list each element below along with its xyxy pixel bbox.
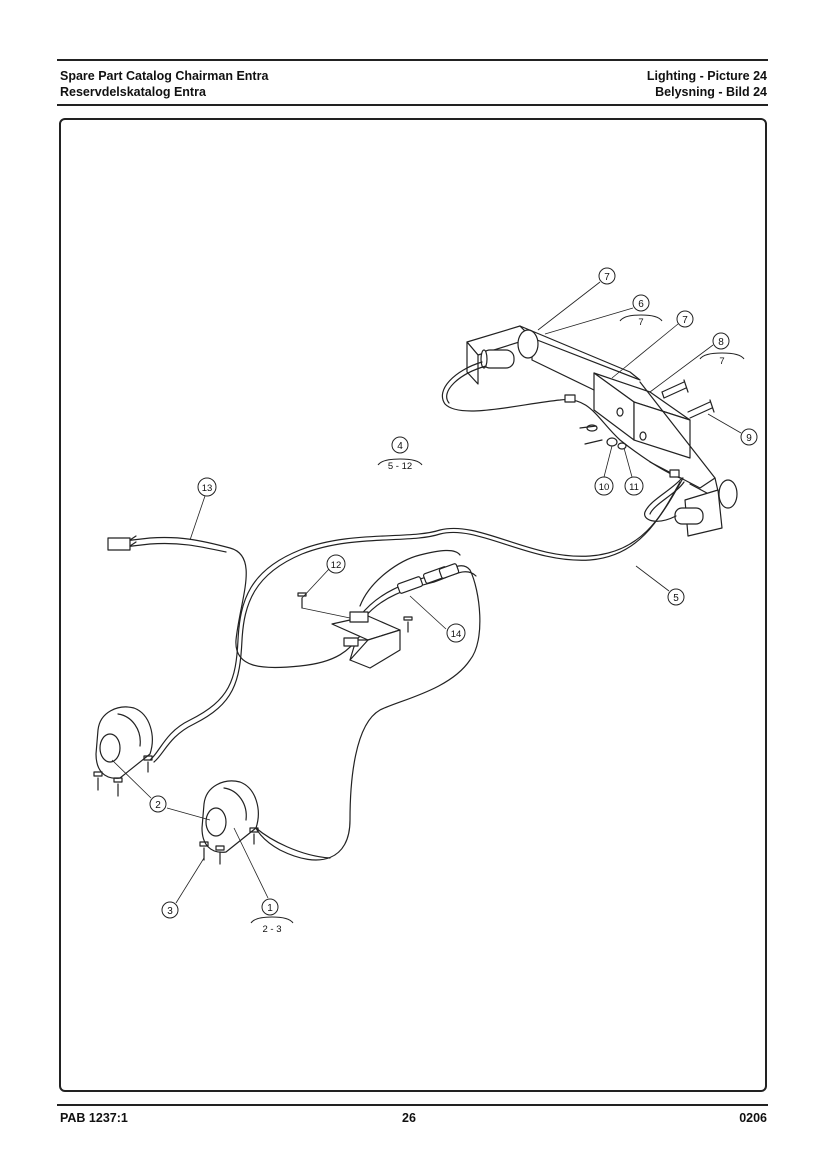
header-bottom-rule xyxy=(57,104,768,106)
callout-7-lower-label: 7 xyxy=(682,315,688,326)
callout-4: 4 5 - 12 xyxy=(388,436,412,472)
callout-11-label: 11 xyxy=(629,482,639,493)
callout-5: 5 xyxy=(667,588,685,606)
callout-6-label: 6 xyxy=(638,299,644,310)
callout-3: 3 xyxy=(161,901,179,919)
callout-9-label: 9 xyxy=(746,433,752,444)
header-top-rule xyxy=(57,59,768,61)
callout-7-upper-label: 7 xyxy=(604,272,610,283)
harness-13 xyxy=(107,535,361,669)
rear-wiring xyxy=(441,361,685,522)
callout-4-range: 5 - 12 xyxy=(388,461,412,472)
nut-washer-10-11 xyxy=(579,424,627,450)
callout-2: 2 xyxy=(149,795,167,813)
callout-10: 10 xyxy=(594,476,614,496)
callout-10-label: 10 xyxy=(599,482,610,493)
screw-12-pair xyxy=(297,592,413,633)
callout-8-label: 8 xyxy=(718,337,724,348)
callout-brackets xyxy=(250,314,745,924)
callout-3-label: 3 xyxy=(167,906,173,917)
revision-code: 0206 xyxy=(739,1111,767,1125)
callout-7-lower: 7 xyxy=(676,310,694,328)
callout-14: 14 xyxy=(446,623,466,643)
callout-2-label: 2 xyxy=(155,800,161,811)
drawing-frame xyxy=(59,118,767,1092)
main-harness-5 xyxy=(149,477,684,763)
section-title-en: Lighting - Picture 24 xyxy=(646,69,767,83)
callout-5-label: 5 xyxy=(673,593,679,604)
callout-7-upper: 7 xyxy=(598,267,616,285)
leader-lines xyxy=(111,281,742,904)
callout-6: 6 7 xyxy=(632,294,650,328)
callout-4-label: 4 xyxy=(397,441,403,452)
page-number: 26 xyxy=(402,1111,416,1125)
catalog-title-en: Spare Part Catalog Chairman Entra xyxy=(60,69,269,83)
callout-8: 8 7 xyxy=(712,332,730,367)
callout-1-range: 2 - 3 xyxy=(262,924,281,935)
callout-13-label: 13 xyxy=(202,483,213,494)
callout-11: 11 xyxy=(624,476,644,496)
lamp-housing-left xyxy=(95,706,153,779)
catalog-title-sv: Reservdelskatalog Entra xyxy=(60,85,206,99)
section-title-sv: Belysning - Bild 24 xyxy=(655,85,767,99)
callout-6-range: 7 xyxy=(638,317,643,328)
rear-light-bracket-assembly xyxy=(466,325,738,537)
callout-9: 9 xyxy=(740,428,758,446)
callout-12-label: 12 xyxy=(331,560,342,571)
callout-1-label: 1 xyxy=(267,903,273,914)
callout-14-label: 14 xyxy=(451,629,462,640)
screw-9-pair xyxy=(661,379,715,419)
callout-12: 12 xyxy=(326,554,346,574)
callout-13: 13 xyxy=(197,477,217,497)
callout-1: 1 2 - 3 xyxy=(261,898,282,935)
lamp-housing-right xyxy=(201,780,331,859)
callout-8-range: 7 xyxy=(719,356,724,367)
harness-14-and-junction xyxy=(251,549,481,861)
footer-rule xyxy=(57,1104,768,1106)
document-number: PAB 1237:1 xyxy=(60,1111,128,1125)
